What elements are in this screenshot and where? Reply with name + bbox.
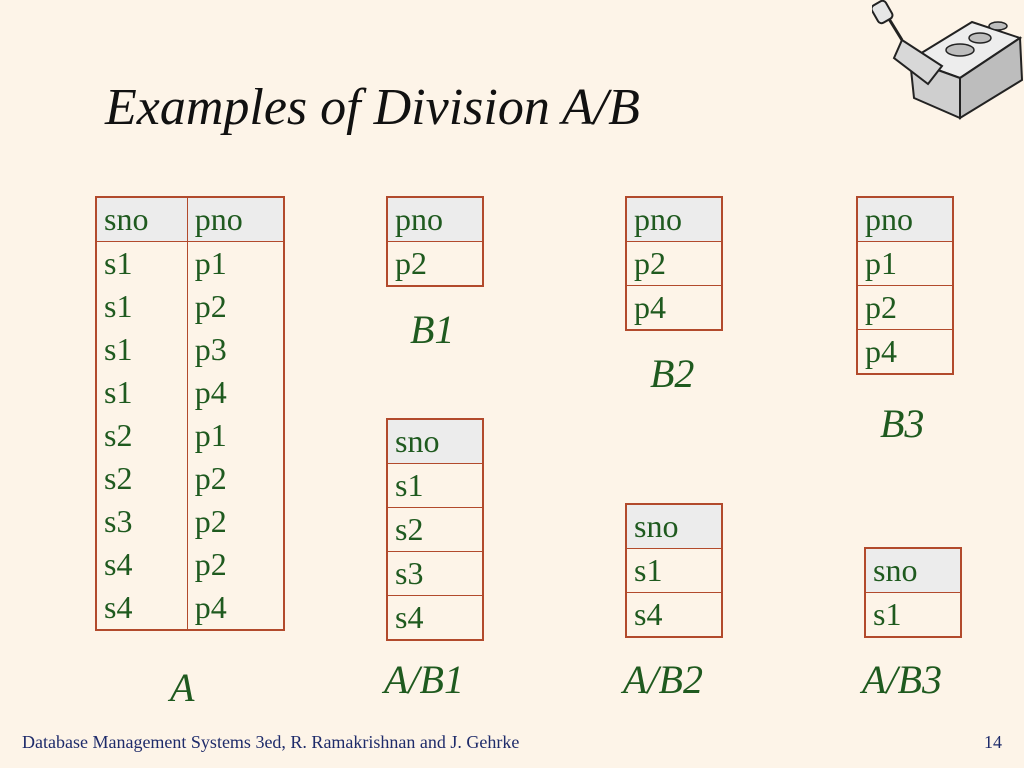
header-sno: sno	[96, 197, 188, 242]
table-b1-header: pno	[387, 197, 483, 242]
header-sno: sno	[387, 419, 483, 464]
cell-pno: p2	[857, 285, 953, 330]
table-row: p4	[857, 329, 953, 374]
table-a-div-b1-header: sno	[387, 419, 483, 464]
cell-sno: s3	[96, 500, 188, 543]
caption-b3: B3	[880, 401, 925, 446]
table-a-div-b3: sno s1	[864, 547, 962, 638]
page-number: 14	[984, 732, 1002, 752]
table-row: p2	[387, 241, 483, 286]
header-sno: sno	[865, 548, 961, 593]
table-a-div-b1: sno s1 s2 s3 s4	[386, 418, 484, 641]
cell-sno: s4	[96, 543, 188, 586]
caption-b1: B1	[410, 307, 455, 352]
table-row: s1	[387, 463, 483, 508]
cell-sno: s1	[96, 371, 188, 414]
cell-sno: s1	[865, 592, 961, 637]
table-b2: pno p2 p4	[625, 196, 723, 331]
table-row: s3	[387, 551, 483, 596]
cell-sno: s2	[96, 414, 188, 457]
caption-b2: B2	[650, 351, 695, 396]
cell-sno: s1	[387, 463, 483, 508]
table-a-header: sno pno	[96, 197, 284, 242]
table-a-div-b2-header: sno	[626, 504, 722, 549]
table-a-div-b3-header: sno	[865, 548, 961, 593]
cell-pno: p2	[194, 503, 227, 539]
cell-pno: p2	[194, 460, 227, 496]
table-b3-header: pno	[857, 197, 953, 242]
table-row: s4	[626, 592, 722, 637]
cell-pno: p1	[194, 245, 227, 281]
cell-pno: p2	[194, 288, 227, 324]
cell-pno: p4	[194, 589, 227, 625]
cell-sno: s1	[96, 328, 188, 371]
caption-a-div-b1: A/B1	[384, 657, 464, 702]
cell-pno: p3	[194, 331, 227, 367]
table-b1: pno p2	[386, 196, 484, 287]
header-sno: sno	[626, 504, 722, 549]
cell-pno: p4	[857, 329, 953, 374]
caption-a-div-b3: A/B3	[862, 657, 942, 702]
cell-pno: p4	[626, 285, 722, 330]
cell-pno: p2	[194, 546, 227, 582]
table-row: p2	[857, 285, 953, 330]
cell-sno: s3	[387, 551, 483, 596]
brick-trowel-icon	[872, 0, 1024, 120]
cell-pno: p1	[194, 417, 227, 453]
table-row: p4	[626, 285, 722, 330]
cell-pno: p2	[626, 241, 722, 286]
table-row: s1	[626, 548, 722, 593]
table-row: p1	[857, 241, 953, 286]
slide-title: Examples of Division A/B	[105, 79, 640, 136]
cell-sno: s2	[96, 457, 188, 500]
cell-sno: s4	[387, 595, 483, 640]
header-pno: pno	[857, 197, 953, 242]
cell-sno: s1	[626, 548, 722, 593]
table-row: s1	[865, 592, 961, 637]
cell-pno: p2	[387, 241, 483, 286]
table-row: s2	[387, 507, 483, 552]
cell-sno: s2	[387, 507, 483, 552]
table-b2-header: pno	[626, 197, 722, 242]
table-a-div-b2: sno s1 s4	[625, 503, 723, 638]
cell-sno: s1	[96, 285, 188, 328]
table-row: s4	[387, 595, 483, 640]
cell-sno: s4	[96, 586, 188, 630]
header-pno: pno	[387, 197, 483, 242]
caption-a-div-b2: A/B2	[623, 657, 703, 702]
footer-text: Database Management Systems 3ed, R. Rama…	[22, 732, 520, 752]
cell-pno: p4	[194, 374, 227, 410]
header-pno: pno	[187, 197, 284, 242]
cell-pno: p1	[857, 241, 953, 286]
header-pno: pno	[626, 197, 722, 242]
table-row: p2	[626, 241, 722, 286]
caption-a: A	[170, 665, 195, 710]
table-b3: pno p1 p2 p4	[856, 196, 954, 375]
cell-sno: s4	[626, 592, 722, 637]
cell-sno: s1	[96, 241, 188, 285]
